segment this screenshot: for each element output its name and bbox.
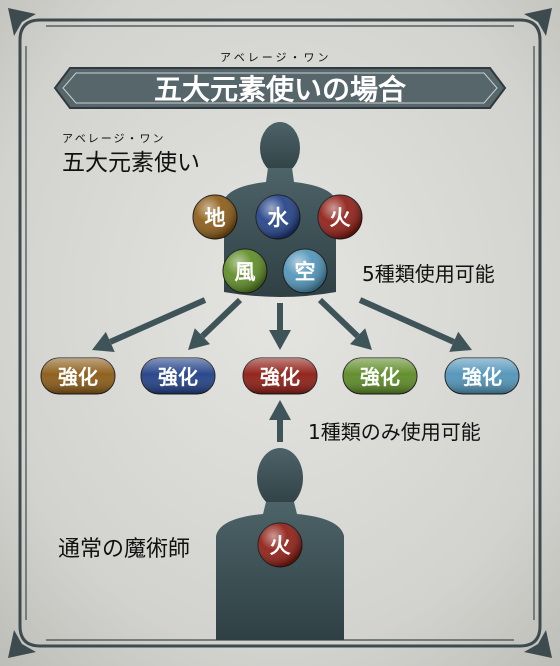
upper-label: 五大元素使い <box>62 150 200 176</box>
arrow-to-wind <box>317 297 372 350</box>
lower-label: 通常の魔術師 <box>58 537 190 562</box>
element-orb-water: 水 <box>255 194 301 240</box>
element-orb-label: 地 <box>205 206 226 230</box>
arrow-from-mage <box>269 400 291 442</box>
element-orb-label: 火 <box>330 206 351 230</box>
element-orbs: 地 水 火風 空 <box>192 194 363 294</box>
enhance-pill-water: 強化 <box>140 357 216 395</box>
enhance-pills: 強化 強化 強化 強化 強化 <box>40 357 520 395</box>
enhance-pill-label: 強化 <box>462 365 502 389</box>
enhance-pill-label: 強化 <box>158 365 198 389</box>
decorative-frame <box>18 18 542 648</box>
lower-caption: 1種類のみ使用可能 <box>308 420 481 444</box>
element-orb-label: 空 <box>295 260 316 284</box>
element-orb-label: 風 <box>235 260 256 284</box>
corner-ornaments <box>8 8 552 658</box>
arrows <box>92 297 472 442</box>
element-orb-fire: 火 <box>317 194 363 240</box>
title-ruby: アベレージ・ワン <box>220 51 332 64</box>
element-orb-void: 空 <box>282 248 328 294</box>
enhance-pill-label: 強化 <box>260 365 300 389</box>
arrow-to-fire <box>269 303 291 350</box>
enhance-pill-wind: 強化 <box>342 357 418 395</box>
enhance-pill-fire: 強化 <box>242 357 318 395</box>
enhance-pill-earth: 強化 <box>40 357 116 395</box>
upper-caption: 5種類使用可能 <box>362 262 495 286</box>
upper-label-ruby: アベレージ・ワン <box>62 132 166 145</box>
lower-element-label: 火 <box>270 534 291 558</box>
page-title: 五大元素使いの場合 <box>154 73 407 106</box>
element-orb-earth: 地 <box>192 194 238 240</box>
element-orb-wind: 風 <box>222 248 268 294</box>
arrow-to-void <box>358 297 472 352</box>
element-orb-label: 水 <box>268 206 290 230</box>
lower-element-orb: 火 <box>257 522 303 568</box>
arrow-to-water <box>188 297 243 350</box>
enhance-pill-label: 強化 <box>360 365 400 389</box>
ordinary-mage-figure <box>216 448 344 640</box>
arrow-to-earth <box>92 297 207 352</box>
enhance-pill-label: 強化 <box>58 365 98 389</box>
title-banner <box>53 67 507 109</box>
enhance-pill-void: 強化 <box>444 357 520 395</box>
